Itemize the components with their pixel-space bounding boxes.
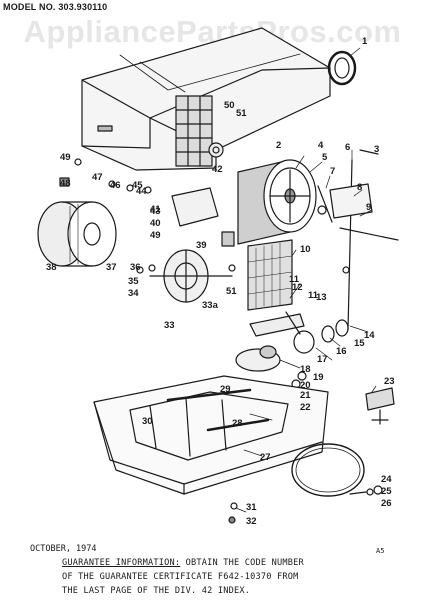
callout-51: 51 [236,108,247,119]
callout-15: 15 [354,338,365,349]
callout-24: 24 [381,474,392,485]
callout-8: 8 [357,182,362,193]
callout-5: 5 [322,152,328,163]
callout-38: 38 [46,262,57,273]
callout-44: 44 [136,186,147,197]
ring-part [327,50,357,86]
callout-17: 17 [317,354,328,365]
callout-46: 46 [110,180,121,191]
callout-6: 6 [345,142,350,153]
callout-20: 20 [300,380,311,391]
date-text: OCTOBER, 1974 [30,544,97,554]
callout-14: 14 [364,330,375,341]
guarantee-line-2: OF THE GUARANTEE CERTIFICATE F642-10370 … [62,572,299,582]
callout-12: 12 [292,282,303,293]
callout-35: 35 [128,276,139,287]
callout-10: 10 [300,244,311,255]
callout-51: 51 [226,286,237,297]
hose-ring-part [291,443,365,497]
callout-30: 30 [142,416,153,427]
guarantee-info: GUARANTEE INFORMATION: OBTAIN THE CODE N… [62,556,412,598]
callout-3: 3 [374,144,379,155]
callout-26: 26 [381,498,392,509]
callout-50: 50 [224,100,235,111]
model-number: MODEL NO. 303.930110 [3,2,108,12]
callout-48: 48 [60,178,71,189]
callout-29: 29 [220,384,231,395]
callout-37: 37 [106,262,117,273]
callout-33: 33 [164,320,175,331]
rod-assembly-part [317,159,399,331]
knob-part [208,142,224,158]
callout-25: 25 [381,486,392,497]
callout-4: 4 [318,140,324,151]
callout-9: 9 [366,202,371,213]
callout-7: 7 [330,166,335,177]
callout-41: 41 [150,204,161,215]
housing-part [81,27,331,171]
page-code: A5 [376,547,385,555]
callout-21: 21 [300,390,311,401]
callout-11: 11 [308,290,319,301]
guarantee-heading: GUARANTEE INFORMATION: [62,558,181,568]
base-tray-part [93,375,329,495]
callout-32: 32 [246,516,257,527]
callout-33a: 33a [202,300,219,311]
bracket-part [171,187,219,227]
callout-31: 31 [246,502,257,513]
switch-part [221,231,235,247]
guarantee-text-1: OBTAIN THE CODE NUMBER [180,558,304,568]
callout-47: 47 [92,172,103,183]
guarantee-line-1: GUARANTEE INFORMATION: OBTAIN THE CODE N… [62,556,412,570]
callout-43: 43 [150,206,161,217]
callout-42: 42 [212,164,223,175]
callout-45: 45 [132,180,143,191]
caster-part [365,387,395,425]
callout-49: 49 [150,230,161,241]
grille-part [247,239,293,311]
callout-28: 28 [232,418,243,429]
callout-34: 34 [128,288,139,299]
callout-16: 16 [336,346,347,357]
blower-wheel-part [37,201,117,267]
callout-23: 23 [384,376,395,387]
callout-36: 36 [130,262,141,273]
callout-49: 49 [60,152,71,163]
callout-40: 40 [150,218,161,229]
callout-18: 18 [300,364,311,375]
guarantee-line-3: THE LAST PAGE OF THE DIV. 42 INDEX. [62,586,251,596]
callout-19: 19 [313,372,324,383]
callout-2: 2 [276,140,281,151]
filter-wheel-part [237,159,317,245]
callout-1: 1 [362,36,368,47]
callout-13: 13 [316,292,327,303]
callout-22: 22 [300,402,311,413]
callout-27: 27 [260,452,271,463]
callout-11: 11 [289,274,300,285]
callout-39: 39 [196,240,207,251]
motor-part [149,249,233,303]
